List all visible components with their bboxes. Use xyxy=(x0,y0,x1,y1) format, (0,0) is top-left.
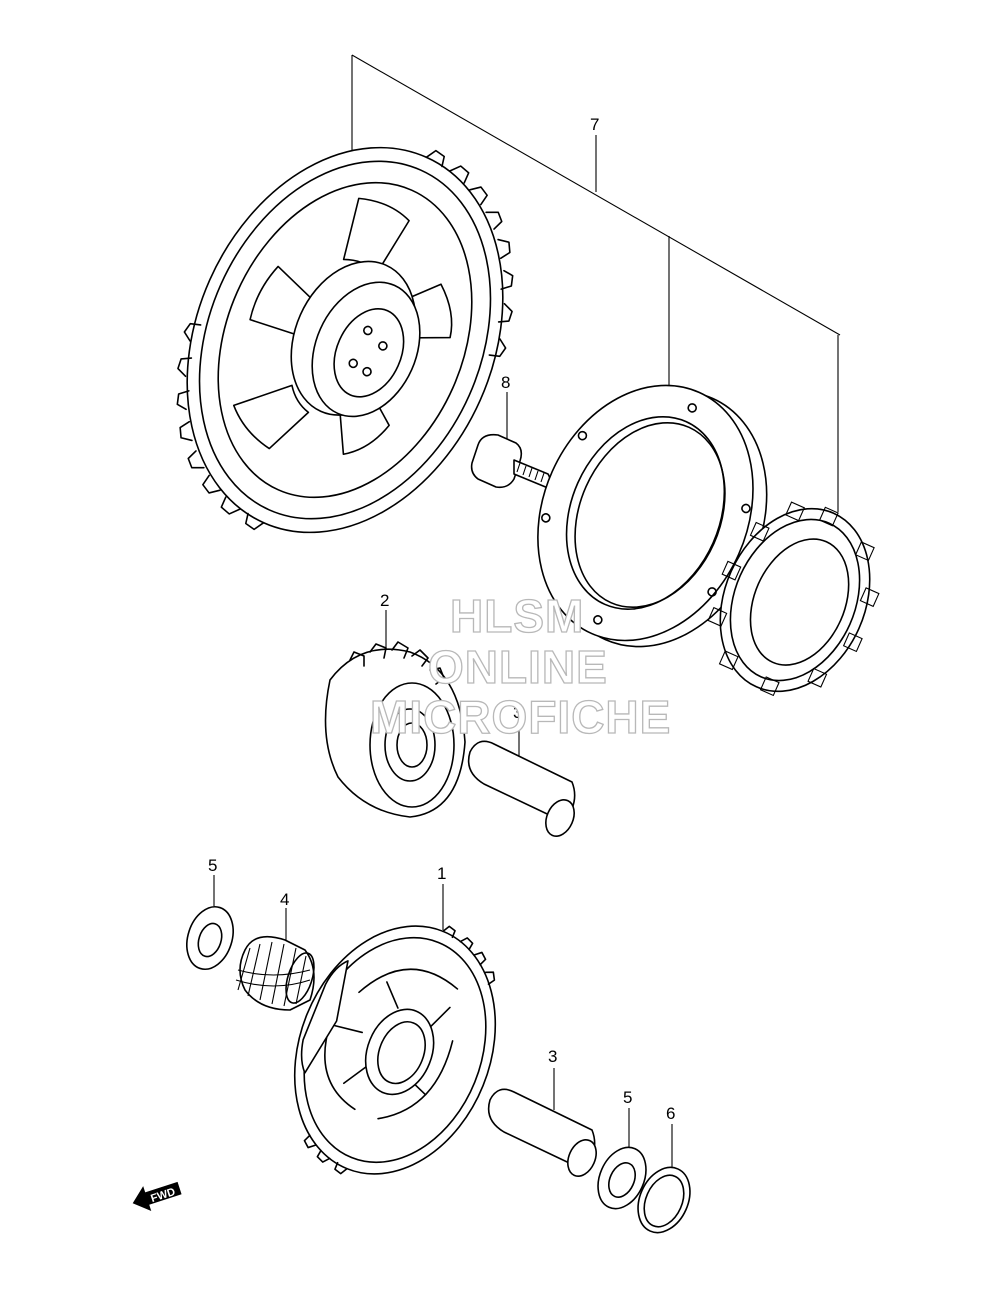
forward-arrow-icon: FWD xyxy=(132,1181,182,1212)
callout-7: 7 xyxy=(590,115,599,134)
callout-8: 8 xyxy=(501,373,510,392)
starter-clutch-gear[interactable] xyxy=(123,87,568,593)
needle-bearing[interactable] xyxy=(235,908,319,1011)
washer-left[interactable] xyxy=(179,875,241,975)
assembly-7-leader xyxy=(351,54,841,512)
reduction-gear[interactable] xyxy=(256,889,533,1211)
callout-5-left: 5 xyxy=(208,856,217,875)
bolt[interactable] xyxy=(470,392,551,489)
callout-3-upper: 3 xyxy=(513,703,522,722)
watermark-line-2: ONLINE xyxy=(428,641,608,693)
callout-5-right: 5 xyxy=(623,1088,632,1107)
idler-gear[interactable] xyxy=(324,610,466,818)
callout-2: 2 xyxy=(380,591,389,610)
callout-3-lower: 3 xyxy=(548,1047,557,1066)
watermark: HLSM ONLINE MICROFICHE xyxy=(369,589,671,743)
forward-label: FWD xyxy=(149,1186,177,1205)
idler-shaft-upper[interactable] xyxy=(467,722,580,841)
callout-6: 6 xyxy=(666,1104,675,1123)
one-way-clutch[interactable] xyxy=(686,480,905,719)
washer-right[interactable] xyxy=(589,1108,655,1216)
clutch-housing[interactable] xyxy=(499,351,806,681)
watermark-line-1: HLSM xyxy=(450,590,584,642)
idler-shaft-lower[interactable] xyxy=(487,1068,602,1181)
callout-labels: 7 8 2 3 5 1 4 3 5 6 xyxy=(208,115,675,1123)
shim[interactable] xyxy=(628,1124,700,1241)
callout-1: 1 xyxy=(437,864,446,883)
watermark-line-3: MICROFICHE xyxy=(370,691,671,743)
callout-4: 4 xyxy=(280,890,289,909)
